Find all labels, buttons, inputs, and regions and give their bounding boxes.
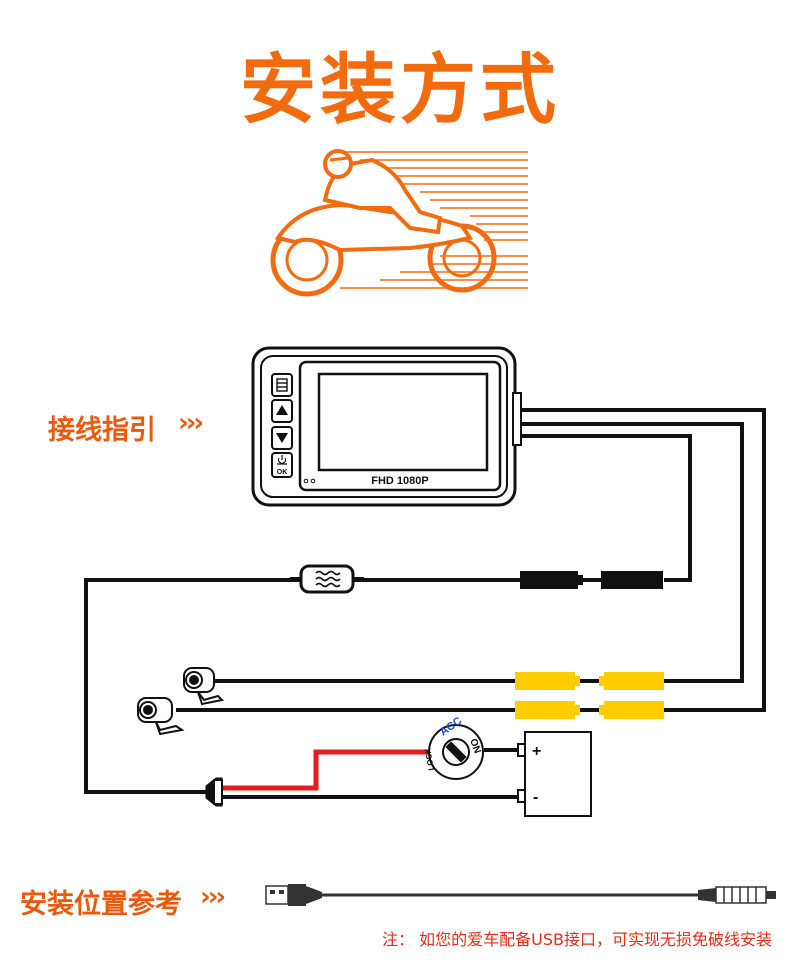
rear-camera-wire bbox=[518, 408, 766, 712]
menu-icon bbox=[276, 378, 288, 392]
red-acc-wire bbox=[222, 749, 430, 791]
triangle-up-icon bbox=[276, 405, 288, 415]
wiring-arrows-icon: ››› bbox=[178, 408, 204, 438]
page-title: 安装方式 bbox=[240, 45, 560, 134]
front-camera-wire bbox=[518, 422, 744, 683]
dash-recorder-device: OK FHD 1080P bbox=[251, 346, 522, 507]
usb-note: 注： 如您的爱车配备USB接口，可实现无损免破线安装 bbox=[382, 930, 772, 949]
camera-connectors bbox=[515, 672, 664, 719]
install-arrows-icon: ››› bbox=[200, 882, 226, 912]
power-ok-button bbox=[271, 452, 293, 478]
on-label: ON bbox=[467, 737, 482, 755]
lock-label: LOCK bbox=[423, 747, 436, 771]
indicator-led bbox=[303, 478, 309, 484]
battery: + - bbox=[517, 731, 592, 817]
install-position-label: 安装位置参考 bbox=[20, 889, 182, 920]
power-wire bbox=[518, 434, 692, 582]
usb-plug bbox=[265, 885, 289, 905]
screen-label: FHD 1080P bbox=[371, 475, 428, 487]
usb-cable bbox=[265, 884, 776, 906]
wave-icon bbox=[315, 570, 341, 588]
ground-terminal bbox=[205, 777, 223, 807]
triangle-down-icon bbox=[276, 433, 288, 443]
battery-plus-label: + bbox=[532, 743, 541, 760]
wires bbox=[84, 408, 766, 799]
menu-button bbox=[271, 373, 293, 397]
power-icon bbox=[277, 455, 287, 465]
rear-camera bbox=[137, 697, 185, 736]
motorcycle-illustration bbox=[270, 149, 528, 297]
ignition-switch: ACC ON LOCK bbox=[423, 715, 484, 780]
ok-label: OK bbox=[277, 469, 288, 476]
power-connectors bbox=[520, 571, 663, 589]
fuse-holder bbox=[290, 564, 364, 594]
front-camera bbox=[183, 667, 225, 706]
battery-minus-label: - bbox=[533, 789, 538, 806]
wiring-guide-label: 接线指引 bbox=[48, 415, 156, 446]
